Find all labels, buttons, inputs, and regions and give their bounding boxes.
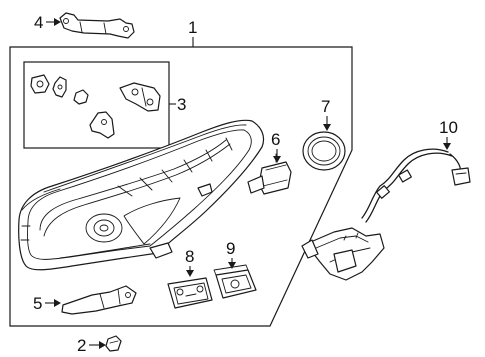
arrow-9 (228, 262, 236, 269)
headlamp-assembly (18, 119, 265, 271)
callout-6: 6 (271, 130, 280, 149)
callout-9: 9 (226, 239, 235, 258)
arrow-10 (443, 143, 451, 150)
wiring-harness-part (301, 148, 471, 281)
lower-bracket-part (61, 285, 137, 315)
callout-4: 4 (34, 13, 43, 32)
arrow-2 (99, 341, 106, 349)
callout-5: 5 (33, 294, 42, 313)
arrow-6 (273, 156, 281, 163)
bulb-part (247, 153, 292, 195)
ballast-part (213, 264, 257, 299)
arrow-5 (54, 299, 61, 307)
screw-part (105, 335, 122, 352)
arrow-8 (186, 270, 194, 277)
upper-bracket-part (59, 12, 135, 39)
callout-10: 10 (439, 118, 458, 137)
callout-8: 8 (185, 247, 194, 266)
callout-7: 7 (321, 97, 330, 116)
assembly-outline (9, 46, 353, 327)
arrow-7 (323, 124, 331, 131)
callout-2: 2 (77, 336, 86, 355)
subkit-box (23, 61, 170, 149)
callout-3: 3 (177, 95, 186, 114)
control-module-part (167, 277, 213, 309)
cap-ring-part (302, 131, 346, 171)
arrow-4 (54, 18, 61, 26)
callout-1: 1 (188, 18, 197, 37)
subkit-parts (30, 74, 161, 139)
